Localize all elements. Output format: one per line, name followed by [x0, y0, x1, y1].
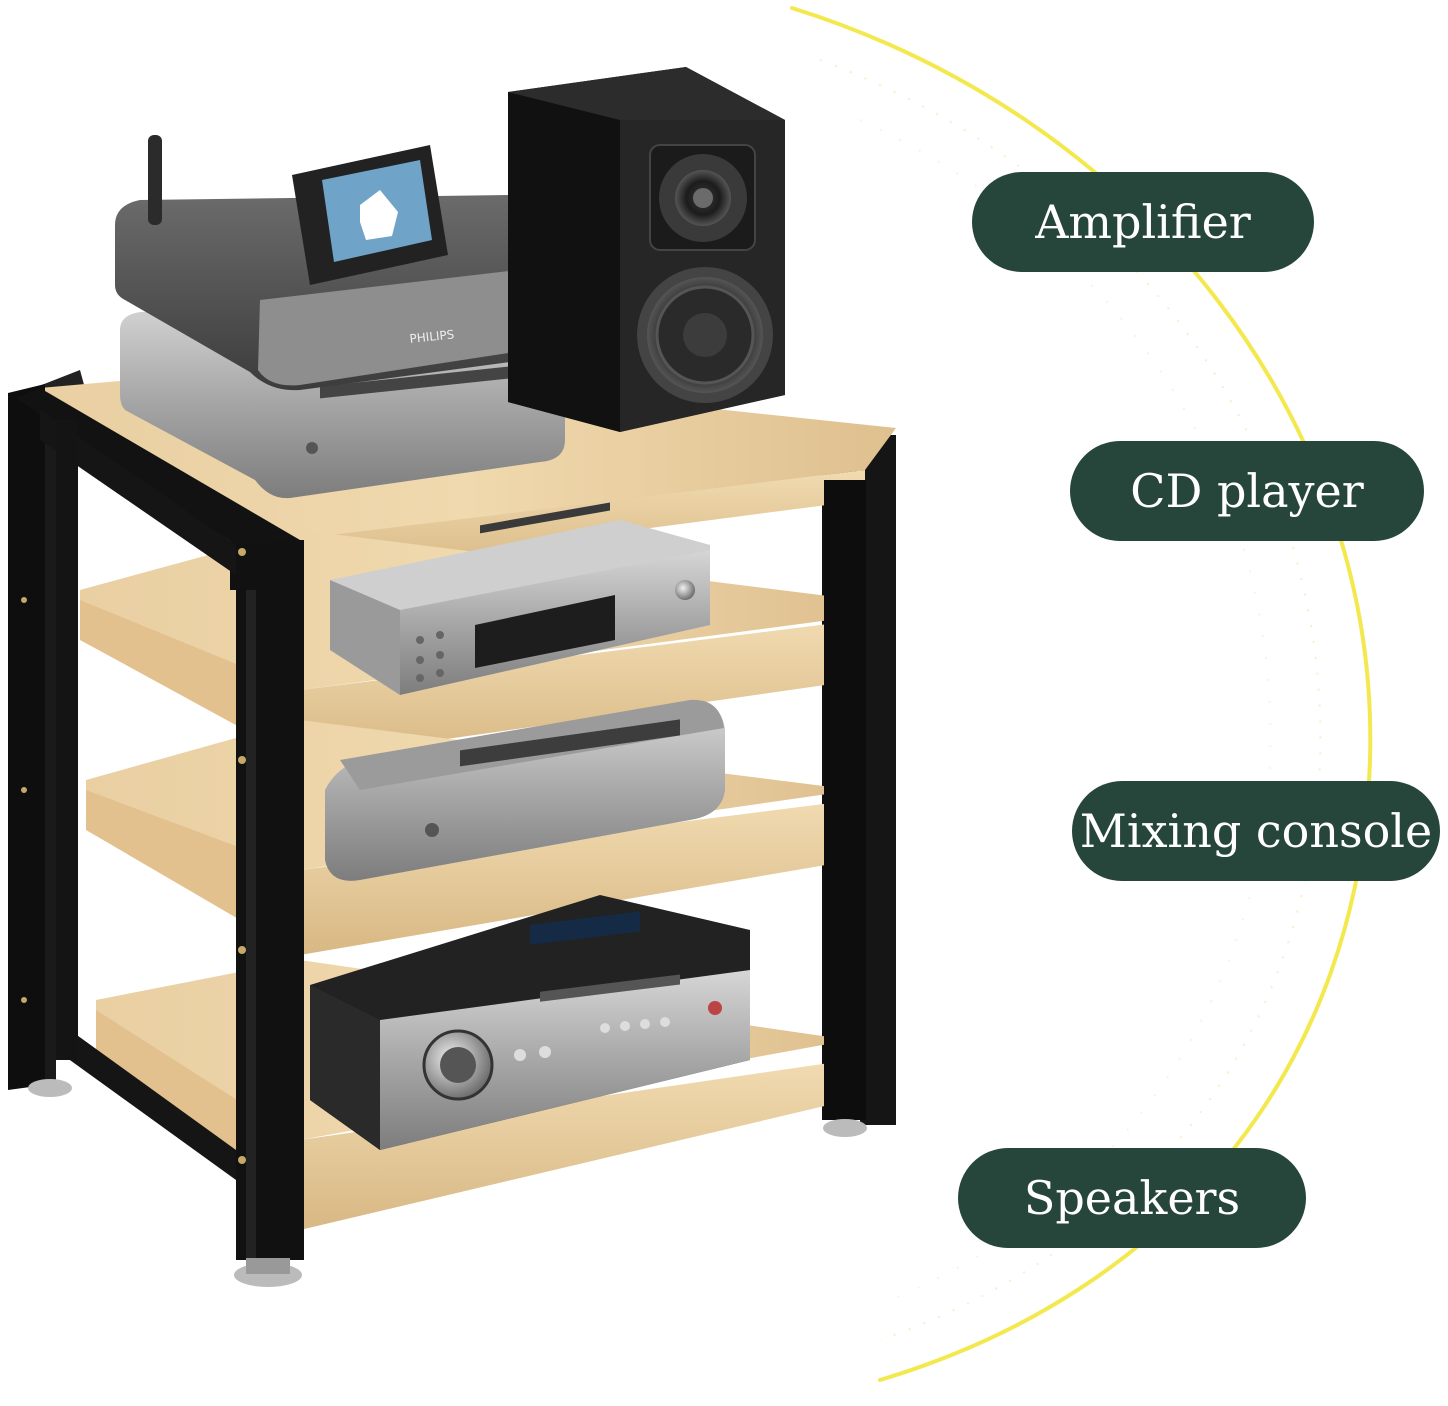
label-amplifier: Amplifier — [972, 172, 1314, 272]
label-amplifier-text: Amplifier — [1035, 195, 1251, 249]
cd-player-device — [330, 502, 710, 695]
label-mixing-console-text: Mixing console — [1079, 804, 1433, 858]
label-cd-player: CD player — [1070, 441, 1424, 541]
speaker-device — [508, 67, 785, 432]
label-mixing-console: Mixing console — [1072, 781, 1440, 881]
label-speakers-text: Speakers — [1023, 1171, 1241, 1225]
label-cd-player-text: CD player — [1130, 464, 1364, 518]
top-stack-device: PHILIPS — [115, 135, 565, 499]
label-speakers: Speakers — [958, 1148, 1306, 1248]
player-device-lower — [325, 699, 725, 881]
rack-frame-front — [8, 384, 867, 1287]
receiver-device — [310, 895, 750, 1150]
brand-logo: PHILIPS — [409, 327, 455, 346]
